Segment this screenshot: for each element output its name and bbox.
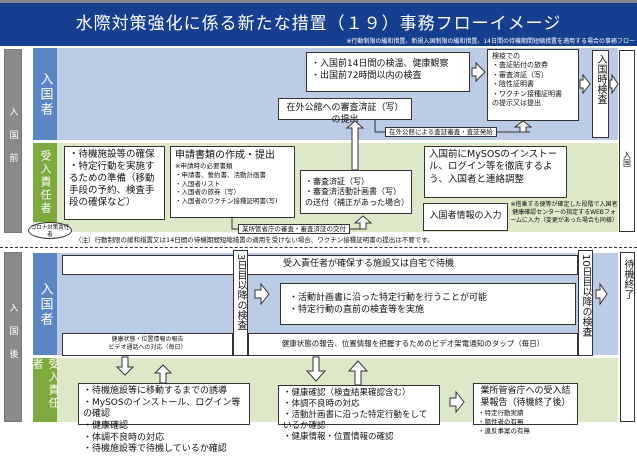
- arrow-up-icon: [345, 120, 365, 171]
- header-note: ※行動制限の緩和措置、新規入国制限の緩和措置、14日間の待機期間短縮措置を適用す…: [346, 38, 635, 45]
- arrow-right-icon: [579, 73, 591, 95]
- send-item: ・審査済証（写）: [305, 177, 369, 186]
- entrant-label-after: 入国者: [33, 253, 57, 355]
- application-item: ・入国者の旅券（写）: [175, 188, 240, 197]
- section-divider: [0, 247, 637, 248]
- phase-before-label: 入国前: [4, 49, 22, 233]
- send-item: ・審査済活動計画書（写）の送付（補正があった場合）: [305, 187, 409, 207]
- arrow-up-icon: [353, 215, 373, 230]
- health-item: ・健康確認（検査結果確認含む）: [283, 388, 411, 398]
- guide-item: ・体調不良時の対応: [83, 432, 165, 443]
- arrow-down-icon: [305, 356, 327, 382]
- arrow-up-icon: [153, 364, 173, 384]
- guide-item: ・待機施設等に移動するまでの誘導: [83, 386, 228, 396]
- report-small-box: 健康状態・位置情報の報告 ビデオ通話への対応（毎日）: [62, 333, 233, 356]
- embassy-submit-box: 在外公館への審査済証（写）の提出: [278, 98, 412, 125]
- entrant-label-before: 入国者: [33, 48, 57, 140]
- embassy-visa-caption: 在外公館による査証審査・査証発給: [385, 127, 497, 137]
- result-title: 業所管省庁への受入結果報告（待機終了後）: [480, 386, 571, 408]
- prep-box: ・待機施設等の確保 ・特定行動を実施するための準備（移動手段の予約、検査手段の確…: [64, 146, 165, 220]
- pre-check-box: ・入国前14日間の検温、健康観察 ・出国前72時間以内の検査: [306, 52, 470, 92]
- arrow-right-icon: [471, 61, 486, 83]
- activity-item: ・特定行動の直前の検査等を実施: [289, 304, 425, 315]
- page-title: 水際対策強化に係る新たな措置（１９）事務フローイメージ: [75, 14, 562, 34]
- mysos-box: 入国前にMySOSのインストール、ログイン等を徹底するよう、入国者と連絡調整: [424, 146, 567, 198]
- day10-test-box: 10日目以降の検査: [578, 250, 593, 356]
- sponsor-label-after: 受入責任者: [31, 358, 60, 422]
- info-input-note: ※搭乗する便等が確定した段階で入国者健康確認センターの指定するWEBフォームに入…: [510, 201, 618, 225]
- activity-item: ・活動計画書に沿った特定行動を行うことが可能: [289, 293, 488, 303]
- arrow-right-icon: [595, 282, 608, 306]
- prep-item: ・特定行動を実施するための準備（移動手段の予約、検査手段の確保など）: [69, 160, 155, 208]
- application-item: ・入国者リスト: [175, 179, 221, 188]
- arrow-right-icon: [609, 73, 619, 95]
- prep-item: ・待機施設等の確保: [69, 149, 155, 160]
- guide-item: ・健康確認: [83, 421, 129, 432]
- application-item: ・申請書、誓約書、活動計画書: [175, 170, 266, 179]
- quarantine-title: 検疫での: [492, 52, 520, 60]
- activity-box: ・活動計画書に沿った特定行動を行うことが可能 ・特定行動の直前の検査等を実施: [280, 283, 576, 325]
- quarantine-box: 検疫での ・査証貼付の旅券 ・審査済証（写） ・陰性証明書 ・ワクチン接種証明書…: [487, 49, 579, 121]
- guide-item: ・MySOSのインストール、ログイン等の確認: [83, 397, 241, 420]
- pre-check-item: ・出国前72時間以内の検査: [311, 70, 422, 81]
- arrow-right-icon: [449, 390, 465, 414]
- quarantine-item: ・審査済証（写）: [492, 70, 548, 79]
- application-title: 申請書類の作成・提出: [175, 150, 275, 161]
- result-item: ・特定行動実績: [478, 409, 524, 418]
- ministry-caption: 業所管省庁の審査・審査済証の交付: [238, 224, 350, 234]
- quarantine-item: ・査証貼付の旅券: [492, 61, 548, 70]
- day3-test-box: 3日目以降の検査: [233, 250, 248, 356]
- entry-test-box: 入国時検査: [592, 50, 609, 138]
- result-item: ・違反事案の有無: [478, 426, 530, 435]
- wait-box: 受入責任者が確保する施設又は自宅で待機: [62, 255, 578, 275]
- guide-item: ・待機施設等で待機しているか確認: [83, 444, 227, 455]
- quarantine-tail: の提示又は提出: [492, 99, 541, 108]
- send-box: ・審査済証（写） ・審査済活動計画書（写）の送付（補正があった場合）: [300, 170, 412, 214]
- entry-box: 入国: [619, 50, 635, 232]
- phase-after-label: 入国後: [4, 252, 22, 422]
- application-box: 申請書類の作成・提出 ※申請時の必要書類 ・申請書、誓約書、活動計画書 ・入国者…: [170, 146, 295, 218]
- application-item: ・入国者のワクチン接種証明書(写): [175, 197, 278, 206]
- report-small-item: ビデオ通話への対応（毎日）: [108, 344, 187, 352]
- health-item: ・体調不良時の対応: [283, 399, 360, 410]
- flow-arrows: [115, 61, 619, 414]
- report-small-item: 健康状態・位置情報の報告: [111, 336, 184, 343]
- info-input-box: 入国者情報の入力: [423, 203, 508, 231]
- arrow-down-icon: [115, 356, 135, 376]
- report-wide-box: 健康状態の報告、位置情報を把握するためのビデオ架電通知のタップ（毎日）: [248, 333, 578, 356]
- quarantine-item: ・ワクチン接種証明書: [492, 89, 562, 98]
- health-item: ・健康情報・位置情報の確認: [283, 432, 394, 443]
- footnote: （注）行動制限の緩和措置又は14日間の待機期間短縮措置の適用を受けない場合、ワク…: [75, 236, 434, 244]
- arrow-right-icon: [254, 282, 270, 306]
- arrow-up-icon: [513, 120, 533, 133]
- quarantine-item: ・陰性証明書: [492, 80, 534, 89]
- corona-officer-badge: コロナ対策責任者: [28, 222, 72, 239]
- pre-check-item: ・入国前14日間の検温、健康観察: [311, 59, 449, 69]
- arrow-up-icon: [347, 360, 369, 386]
- application-sub: ※申請時の必要書類: [175, 162, 233, 170]
- header-banner: 水際対策強化に係る新たな措置（１９）事務フローイメージ ※行動制限の緩和措置、新…: [0, 0, 637, 46]
- sponsor-label-before: 受入責任者: [33, 143, 57, 222]
